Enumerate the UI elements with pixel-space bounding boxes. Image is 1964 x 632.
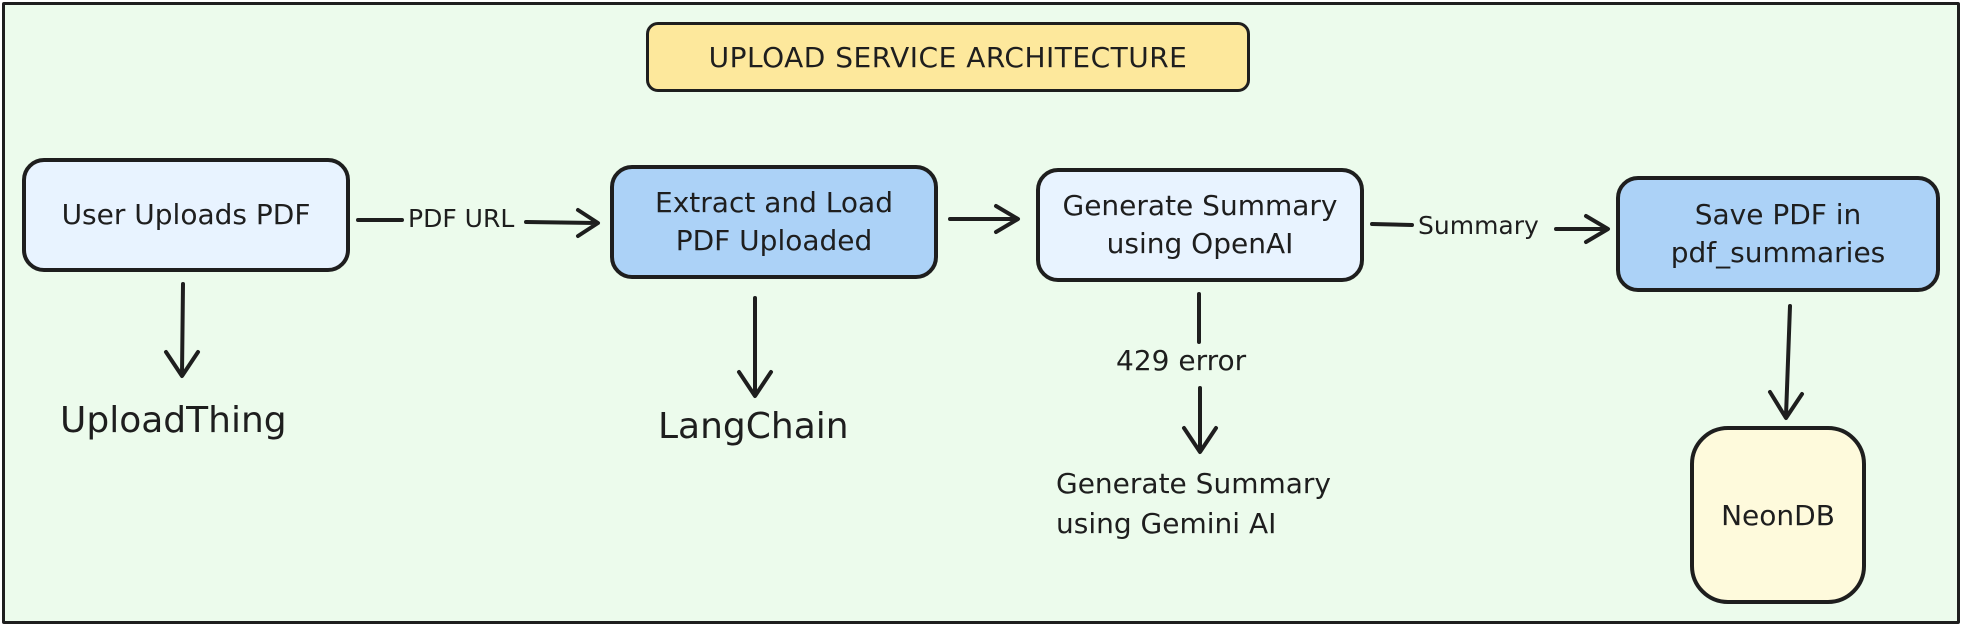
arrow-to-neondb	[1768, 304, 1804, 420]
tool-uploadthing: UploadThing	[60, 400, 287, 441]
node-user-uploads-pdf[interactable]: User Uploads PDF	[22, 158, 350, 272]
edge-label-429-error: 429 error	[1112, 344, 1251, 377]
arrow-to-langchain	[737, 296, 773, 398]
fallback-gemini-note: Generate Summary using Gemini AI	[1056, 467, 1331, 540]
edge-label-pdf-url: PDF URL	[404, 204, 519, 233]
node-save-pdf[interactable]: Save PDF in pdf_summaries	[1616, 176, 1940, 292]
node-extract-and-load[interactable]: Extract and Load PDF Uploaded	[610, 165, 938, 279]
edge-label-summary: Summary	[1414, 211, 1543, 240]
node-neondb[interactable]: NeonDB	[1690, 426, 1866, 604]
arrow-pdf-url	[356, 208, 600, 238]
node-generate-summary-openai[interactable]: Generate Summary using OpenAI	[1036, 168, 1364, 282]
arrow-to-uploadthing	[164, 282, 200, 378]
arrow-429-error	[1182, 292, 1218, 454]
diagram-title: UPLOAD SERVICE ARCHITECTURE	[646, 22, 1250, 92]
arrow-summary	[1370, 214, 1610, 244]
arrow-extract-to-generate	[948, 204, 1020, 234]
tool-langchain: LangChain	[658, 406, 849, 447]
